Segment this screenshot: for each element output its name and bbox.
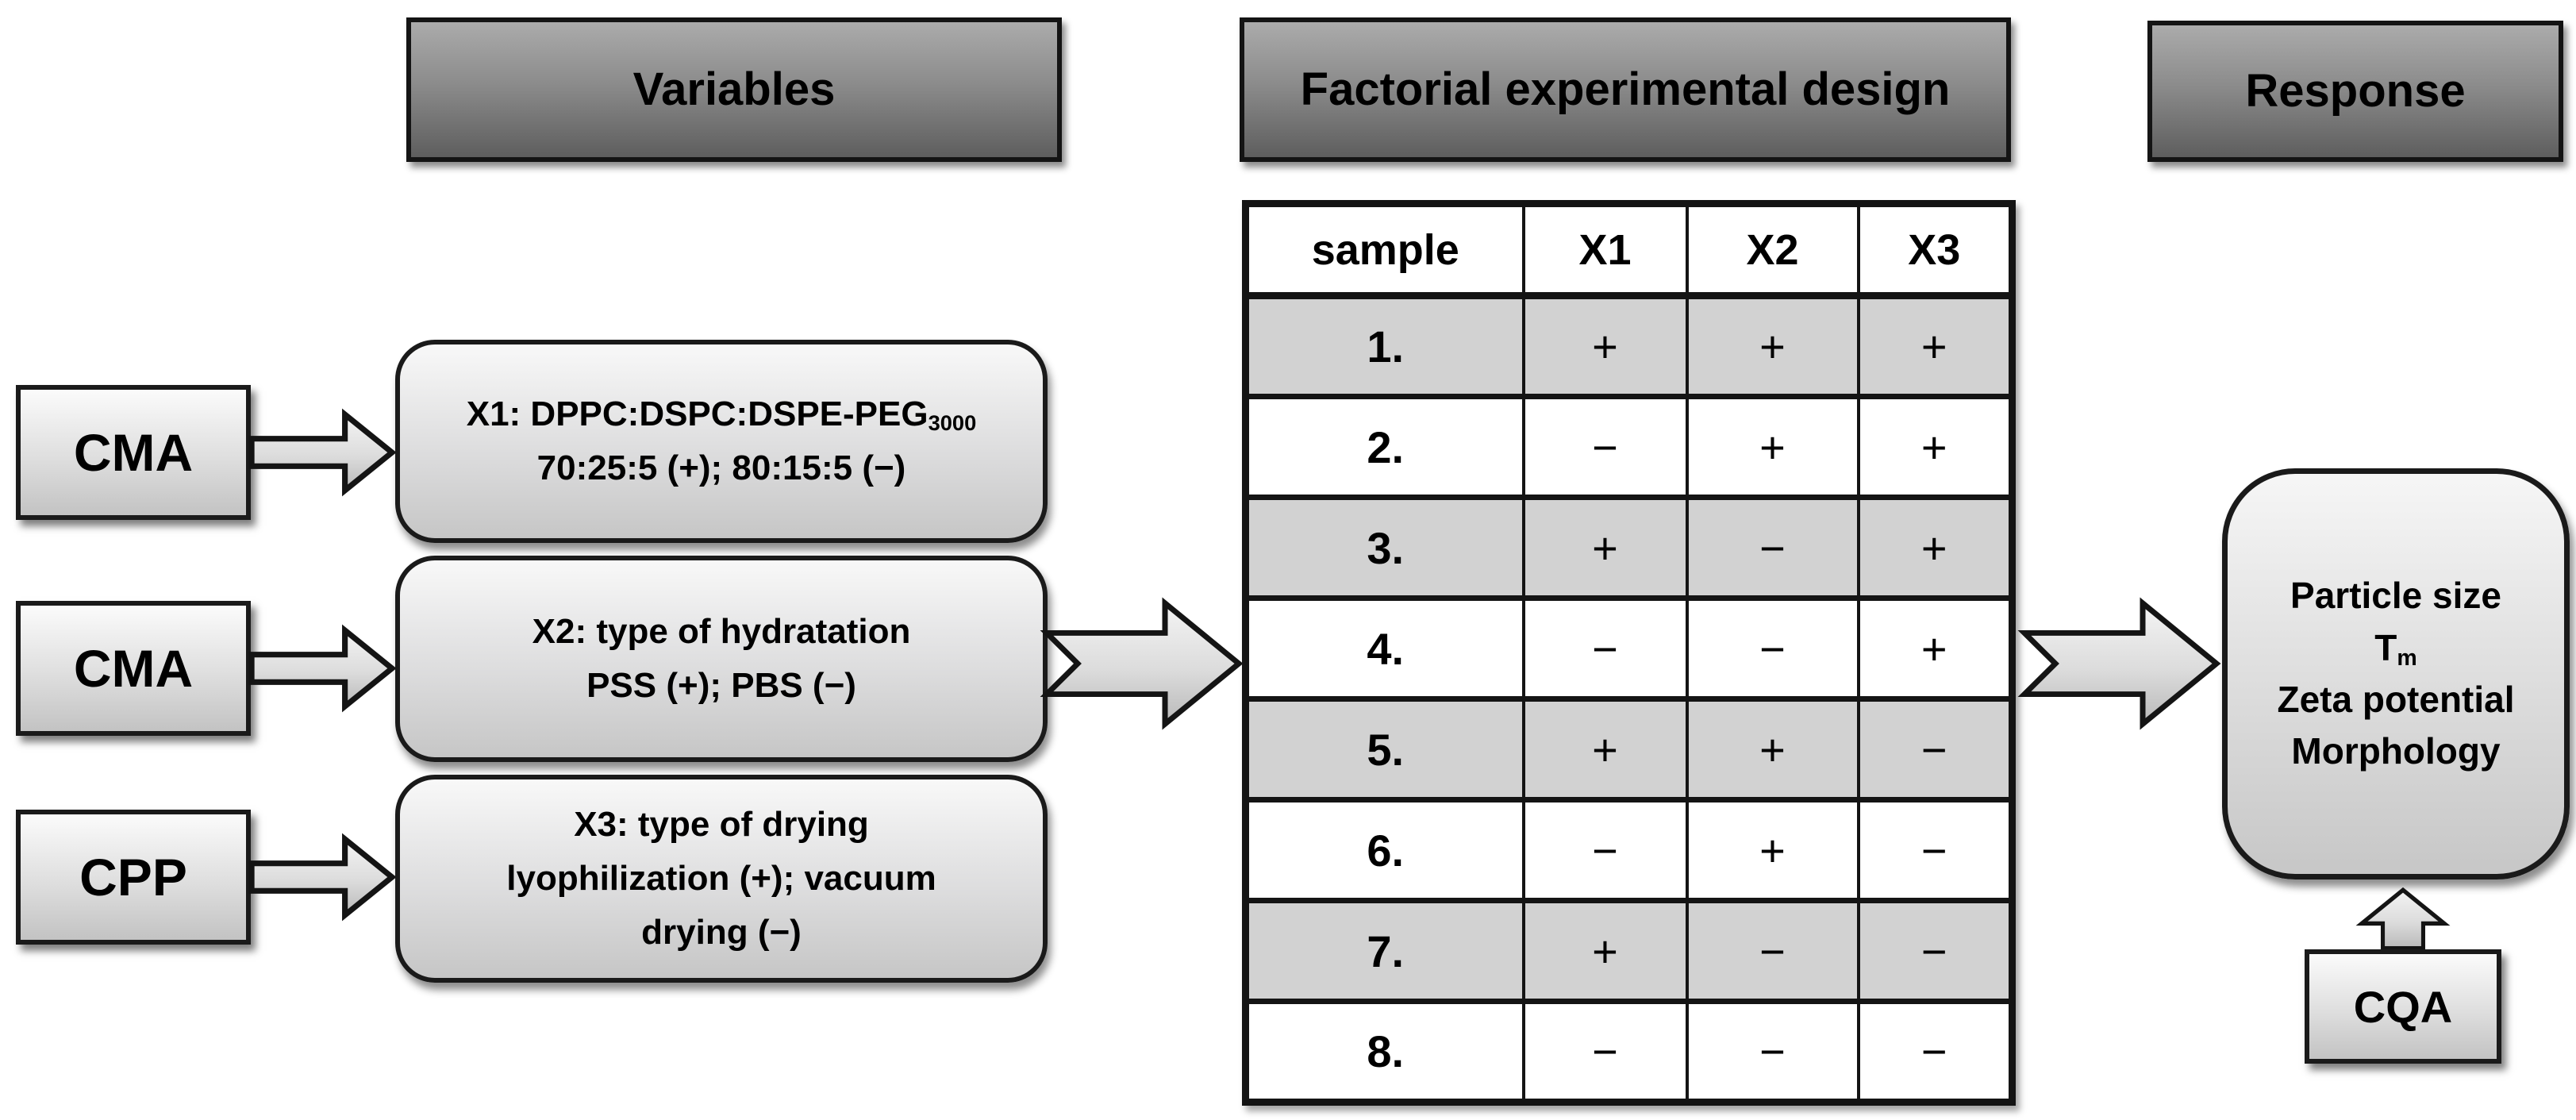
response-box: Particle size Tm Zeta potential Morpholo… xyxy=(2222,468,2570,879)
variable-text-line: 70:25:5 (+); 80:15:5 (−) xyxy=(536,448,906,487)
sample-cell: 2. xyxy=(1244,394,1525,500)
table-row: 6.−+− xyxy=(1244,797,2014,903)
design-table-body: 1.+++2.−++3.+−+4.−−+5.++−6.−+−7.+−−8.−−− xyxy=(1244,293,2014,1105)
response-header: Response xyxy=(2147,21,2563,162)
sign-cell: + xyxy=(1521,495,1689,601)
cma-box-1: CMA xyxy=(16,385,251,520)
variable-box-x3: X3: type of drying lyophilization (+); v… xyxy=(395,775,1048,983)
cma-box-2: CMA xyxy=(16,601,251,736)
arrow-up-icon xyxy=(2355,887,2451,951)
sample-cell: 6. xyxy=(1244,797,1525,903)
sample-cell: 4. xyxy=(1244,595,1525,702)
cma-label-1: CMA xyxy=(73,423,194,482)
sign-cell: + xyxy=(1856,495,2014,601)
table-row: 5.++− xyxy=(1244,696,2014,802)
table-row: 3.+−+ xyxy=(1244,495,2014,601)
column-header: sample xyxy=(1244,201,1525,299)
sample-cell: 7. xyxy=(1244,898,1525,1004)
sign-cell: + xyxy=(1685,293,1860,399)
arrow-right-icon xyxy=(248,408,397,497)
sign-cell: − xyxy=(1685,999,1860,1105)
design-header: Factorial experimental design xyxy=(1240,17,2011,162)
response-line: Particle size xyxy=(2290,575,2501,617)
sign-cell: + xyxy=(1685,394,1860,500)
cpp-box: CPP xyxy=(16,810,251,945)
column-header: X1 xyxy=(1521,201,1689,299)
response-header-label: Response xyxy=(2245,64,2466,117)
x1-subscript: 3000 xyxy=(928,410,977,435)
sign-cell: − xyxy=(1856,696,2014,802)
sign-cell: + xyxy=(1685,797,1860,903)
cqa-label: CQA xyxy=(2353,981,2453,1032)
variable-text-line: drying (−) xyxy=(641,913,802,953)
sign-cell: − xyxy=(1856,797,2014,903)
arrow-variables-to-table-icon xyxy=(1040,597,1244,730)
variables-header: Variables xyxy=(406,17,1062,162)
tm-subscript: m xyxy=(2397,645,2417,671)
sign-cell: − xyxy=(1856,898,2014,1004)
variable-text-line: PSS (+); PBS (−) xyxy=(586,666,856,705)
sign-cell: + xyxy=(1521,696,1689,802)
table-row: 1.+++ xyxy=(1244,293,2014,399)
table-row: 4.−−+ xyxy=(1244,595,2014,702)
column-header: X2 xyxy=(1685,201,1860,299)
arrow-table-to-response-icon xyxy=(2017,597,2221,730)
response-line: Tm xyxy=(2374,622,2416,674)
response-line: Zeta potential xyxy=(2277,679,2515,720)
variable-text-line: X3: type of drying xyxy=(574,804,869,844)
x1-text: X1: DPPC:DSPC:DSPE-PEG xyxy=(466,394,929,433)
sign-cell: − xyxy=(1856,999,2014,1105)
sign-cell: − xyxy=(1685,595,1860,702)
table-row: 7.+−− xyxy=(1244,898,2014,1004)
variable-box-x1: X1: DPPC:DSPC:DSPE-PEG3000 70:25:5 (+); … xyxy=(395,340,1048,543)
sample-cell: 8. xyxy=(1244,999,1525,1105)
arrow-right-icon xyxy=(248,624,397,713)
design-header-label: Factorial experimental design xyxy=(1300,63,1951,115)
sign-cell: + xyxy=(1856,595,2014,702)
variable-text-line: X2: type of hydratation xyxy=(532,611,911,651)
sample-cell: 3. xyxy=(1244,495,1525,601)
tm-text: T xyxy=(2374,626,2397,668)
column-header: X3 xyxy=(1856,201,2014,299)
sign-cell: − xyxy=(1521,797,1689,903)
sign-cell: + xyxy=(1521,293,1689,399)
sample-cell: 5. xyxy=(1244,696,1525,802)
sign-cell: + xyxy=(1856,394,2014,500)
sign-cell: − xyxy=(1521,595,1689,702)
cpp-label: CPP xyxy=(79,848,187,906)
variable-text-line: X1: DPPC:DSPC:DSPE-PEG3000 xyxy=(467,387,977,441)
sign-cell: + xyxy=(1685,696,1860,802)
sign-cell: − xyxy=(1521,999,1689,1105)
response-line: Morphology xyxy=(2291,730,2501,772)
cqa-box: CQA xyxy=(2305,949,2501,1064)
sign-cell: + xyxy=(1856,293,2014,399)
cma-label-2: CMA xyxy=(73,639,194,698)
variable-text-line: lyophilization (+); vacuum xyxy=(506,858,936,898)
sign-cell: + xyxy=(1521,898,1689,1004)
arrow-right-icon xyxy=(248,833,397,922)
table-row: 2.−++ xyxy=(1244,394,2014,500)
sign-cell: − xyxy=(1685,898,1860,1004)
variables-header-label: Variables xyxy=(632,63,836,115)
variable-box-x2: X2: type of hydratation PSS (+); PBS (−) xyxy=(395,556,1048,762)
sample-cell: 1. xyxy=(1244,293,1525,399)
table-row: 8.−−− xyxy=(1244,999,2014,1105)
sign-cell: − xyxy=(1685,495,1860,601)
sign-cell: − xyxy=(1521,394,1689,500)
